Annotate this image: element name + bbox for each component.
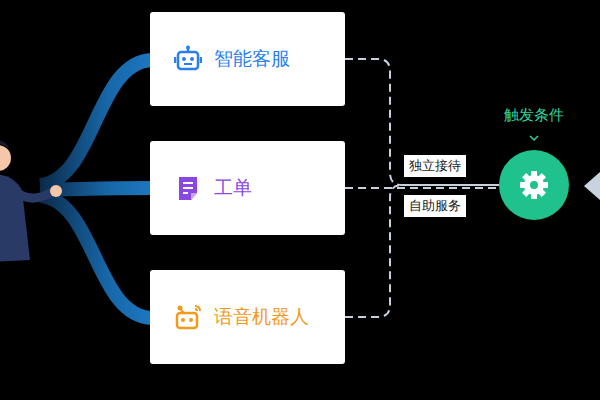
gear-icon	[499, 150, 569, 220]
flow-band	[40, 60, 152, 185]
channel-box: 工单	[150, 141, 345, 235]
channel-icon	[174, 45, 202, 73]
channel-name: 语音机器人	[214, 304, 309, 330]
edge-label: 自助服务	[404, 195, 466, 217]
edge-label: 独立接待	[404, 155, 466, 177]
channel-icon	[174, 174, 202, 202]
dashed-connector	[345, 185, 499, 317]
flow-band	[40, 196, 152, 318]
channel-box: 智能客服	[150, 12, 345, 106]
channel-name: 智能客服	[214, 46, 290, 72]
dashed-connector	[345, 59, 499, 185]
trigger-heading: 触发条件	[504, 106, 564, 125]
trigger-circle: 触发条件	[499, 150, 569, 220]
input-arrow	[584, 172, 600, 200]
person	[0, 140, 62, 262]
channel-icon	[174, 303, 202, 331]
dashed-connector	[345, 187, 499, 189]
channel-name: 工单	[214, 175, 252, 201]
channel-box: 语音机器人	[150, 270, 345, 364]
